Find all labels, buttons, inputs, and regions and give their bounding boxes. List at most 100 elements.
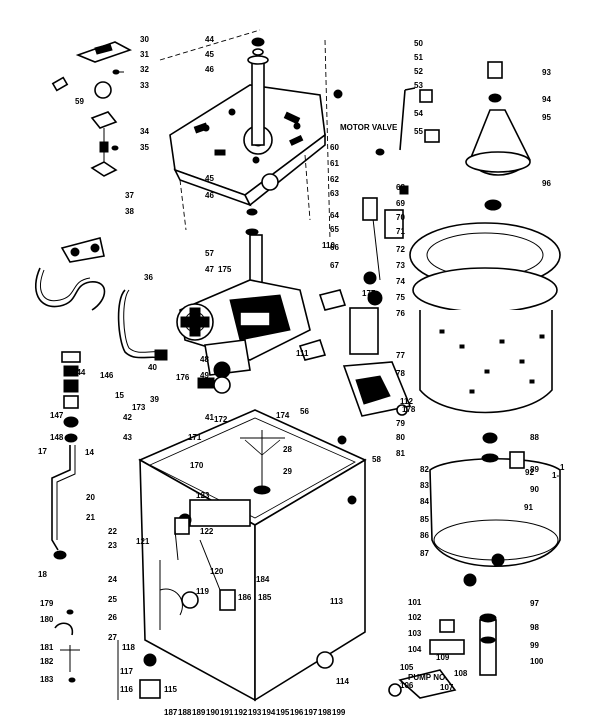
callout-44: 44: [205, 35, 214, 44]
callout-92: 92: [525, 468, 534, 477]
callout-98: 98: [530, 623, 539, 632]
agitator: [465, 61, 531, 211]
callout-25: 25: [108, 595, 117, 604]
callout-117: 117: [120, 667, 133, 676]
callout-118: 118: [122, 643, 135, 652]
callout-192: 192: [234, 708, 248, 717]
callout-37: 37: [125, 191, 134, 200]
motor-valve-note: MOTOR VALVE: [340, 123, 398, 132]
wash-tub: [409, 222, 561, 414]
callout-46: 46: [205, 191, 214, 200]
pump-assembly: [342, 185, 412, 417]
lid-switch-assembly: [51, 41, 132, 177]
callout-177: 177: [362, 289, 376, 298]
callout-93: 93: [542, 68, 551, 77]
callout-23: 23: [108, 541, 117, 550]
callout-30: 30: [140, 35, 149, 44]
callout-146: 146: [100, 371, 114, 380]
clips: [54, 609, 119, 700]
callout-35: 35: [140, 143, 149, 152]
callout-40: 40: [148, 363, 157, 372]
callout-105: 105: [400, 663, 414, 672]
callout-102: 102: [408, 613, 422, 622]
callout-82: 82: [420, 465, 429, 474]
callout-55: 55: [414, 127, 423, 136]
transmission-assembly: [176, 234, 311, 394]
tub-note-1: 1: [560, 463, 565, 472]
callout-45: 45: [205, 174, 214, 183]
callout-labels: 3031323334355937385744454645464748494041…: [38, 35, 565, 717]
callout-83: 83: [420, 481, 429, 490]
callout-114: 114: [336, 677, 349, 686]
callout-42: 42: [123, 413, 132, 422]
callout-26: 26: [108, 613, 117, 622]
callout-187: 187: [164, 708, 178, 717]
callout-171: 171: [188, 433, 202, 442]
callout-87: 87: [420, 549, 429, 558]
callout-54: 54: [414, 109, 423, 118]
callout-103: 103: [408, 629, 422, 638]
callout-173: 173: [132, 403, 146, 412]
small-hardware: [139, 87, 440, 699]
callout-113: 113: [330, 597, 343, 606]
callout-121: 121: [136, 537, 150, 546]
callout-77: 77: [396, 351, 405, 360]
callout-46: 46: [205, 65, 214, 74]
callout-76: 76: [396, 309, 405, 318]
callout-193: 193: [248, 708, 262, 717]
callout-109: 109: [436, 653, 450, 662]
callout-32: 32: [140, 65, 149, 74]
callout-106: 106: [400, 681, 414, 690]
callout-36: 36: [144, 273, 153, 282]
callout-90: 90: [530, 485, 539, 494]
callout-107: 107: [440, 683, 454, 692]
callout-198: 198: [318, 708, 332, 717]
callout-191: 191: [220, 708, 234, 717]
callout-59: 59: [75, 97, 84, 106]
callout-45: 45: [205, 50, 214, 59]
water-inlet-valve-stack: [51, 351, 81, 560]
callout-64: 64: [330, 211, 339, 220]
callout-100: 100: [530, 657, 544, 666]
callout-190: 190: [206, 708, 220, 717]
callout-95: 95: [542, 113, 551, 122]
callout-18: 18: [38, 570, 47, 579]
callout-62: 62: [330, 175, 339, 184]
callout-174: 174: [276, 411, 290, 420]
callout-175: 175: [218, 265, 232, 274]
callout-116: 116: [120, 685, 133, 694]
callout-180: 180: [40, 615, 54, 624]
callout-176: 176: [176, 373, 190, 382]
callout-170: 170: [190, 461, 204, 470]
mounting-plate: [159, 29, 331, 241]
callout-196: 196: [290, 708, 304, 717]
callout-199: 199: [332, 708, 346, 717]
callout-27: 27: [108, 633, 117, 642]
callout-122: 122: [200, 527, 214, 536]
callout-99: 99: [530, 641, 539, 650]
callout-72: 72: [396, 245, 405, 254]
callout-79: 79: [396, 419, 405, 428]
callout-91: 91: [524, 503, 533, 512]
callout-49: 49: [200, 371, 209, 380]
callout-60: 60: [330, 143, 339, 152]
callout-69: 69: [396, 199, 405, 208]
callout-34: 34: [140, 127, 149, 136]
callout-120: 120: [210, 567, 224, 576]
cabinet: [138, 409, 367, 702]
callout-29: 29: [283, 467, 292, 476]
callout-119: 119: [196, 587, 209, 596]
callout-184: 184: [256, 575, 270, 584]
callout-89: 89: [530, 465, 539, 474]
callout-148: 148: [50, 433, 64, 442]
callout-51: 51: [414, 53, 423, 62]
callout-70: 70: [396, 213, 405, 222]
callout-66: 66: [330, 243, 339, 252]
outer-tub-base: [429, 432, 561, 587]
callout-86: 86: [420, 531, 429, 540]
callout-50: 50: [414, 39, 423, 48]
callout-48: 48: [200, 355, 209, 364]
callout-186: 186: [238, 593, 252, 602]
callout-185: 185: [258, 593, 272, 602]
